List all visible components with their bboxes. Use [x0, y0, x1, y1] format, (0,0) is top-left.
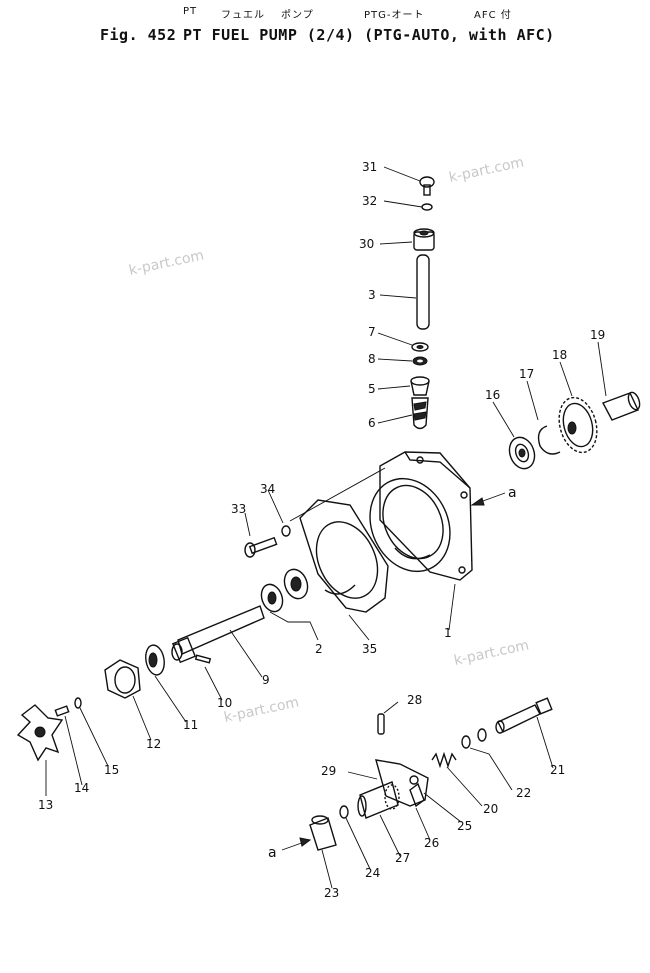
callout-14: 14	[74, 781, 89, 795]
callout-22: 22	[516, 786, 531, 800]
callout-12: 12	[146, 737, 161, 751]
callout-23: 23	[324, 886, 339, 900]
callout-30: 30	[359, 237, 374, 251]
watermark: k-part.com	[448, 154, 526, 186]
callout-24: 24	[365, 866, 380, 880]
callout-5: 5	[368, 382, 376, 396]
part-27-shaft-gear	[357, 781, 400, 819]
sub-pt: PT	[183, 6, 198, 17]
part-29-bracket	[375, 759, 429, 807]
part-32-washer	[421, 203, 433, 211]
part-24-oring	[339, 805, 349, 819]
callout-34: 34	[260, 482, 275, 496]
callout-13: 13	[38, 798, 53, 812]
callout-31: 31	[362, 160, 377, 174]
callout-9: 9	[262, 673, 270, 687]
callout-8: 8	[368, 352, 376, 366]
leader-lines	[45, 166, 607, 889]
callout-28: 28	[407, 693, 422, 707]
part-13-spider	[16, 704, 64, 762]
callout-1: 1	[444, 626, 452, 640]
callout-a-bottom: a	[268, 845, 277, 861]
part-19-shaft	[602, 391, 641, 421]
part-9-shaft	[171, 605, 265, 664]
callout-18: 18	[552, 348, 567, 362]
part-3-rod	[416, 254, 430, 330]
callout-32: 32	[362, 194, 377, 208]
part-2-bearings	[260, 568, 309, 613]
callout-6: 6	[368, 416, 376, 430]
part-16-bearing	[508, 436, 536, 470]
part-30-nut	[413, 228, 435, 251]
part-18-gear	[558, 396, 598, 454]
callout-11: 11	[183, 718, 198, 732]
callout-29: 29	[321, 764, 336, 778]
part-1-housing	[369, 451, 473, 581]
callout-16: 16	[485, 388, 500, 402]
callout-7: 7	[368, 325, 376, 339]
callout-17: 17	[519, 367, 534, 381]
callout-a-top: a	[508, 485, 517, 501]
part-22-washers	[461, 728, 487, 749]
watermark: k-part.com	[223, 694, 301, 726]
part-35-gasket	[299, 499, 389, 613]
callout-15: 15	[104, 763, 119, 777]
part-33-bolt	[244, 536, 278, 558]
part-23-sleeve	[309, 815, 337, 851]
callout-26: 26	[424, 836, 439, 850]
callout-3: 3	[368, 288, 376, 302]
part-21-plunger	[495, 697, 553, 734]
callout-27: 27	[395, 851, 410, 865]
part-8-seal	[412, 356, 428, 366]
part-11-gear	[145, 644, 165, 676]
part-26-cover	[409, 782, 425, 808]
callout-10: 10	[217, 696, 232, 710]
part-31-bolt	[419, 176, 435, 196]
callout-2: 2	[315, 642, 323, 656]
part-6-gear	[411, 397, 429, 430]
page-title: PT FUEL PUMP (2/4) (PTG-AUTO, with AFC)	[183, 26, 555, 44]
part-15-washer	[74, 697, 82, 709]
part-17-snap-ring	[537, 425, 561, 455]
sub-fuel-jp: フュエル	[221, 10, 265, 21]
watermark: k-part.com	[128, 247, 206, 279]
callout-25: 25	[457, 819, 472, 833]
part-7-ring	[411, 342, 429, 352]
callout-19: 19	[590, 328, 605, 342]
callout-35: 35	[362, 642, 377, 656]
part-14-bolt	[54, 705, 70, 717]
callout-labels: 31 32 30 3 7 8 5 6 19 18 17 16 a 34 33 1…	[38, 160, 605, 900]
sub-pump-jp: ポンプ	[281, 10, 314, 21]
callout-33: 33	[231, 502, 246, 516]
part-34-washer	[281, 525, 291, 537]
callout-20: 20	[483, 802, 498, 816]
callout-21: 21	[550, 763, 565, 777]
watermark: k-part.com	[453, 637, 531, 669]
part-5-bushing	[410, 376, 430, 396]
part-28-pin	[377, 713, 385, 735]
part-20-spring	[431, 751, 457, 769]
part-12-coupling	[104, 659, 141, 699]
fig-label: Fig. 452	[100, 26, 177, 44]
sub-afc: AFC 付	[474, 10, 512, 21]
part-10-key	[194, 654, 212, 664]
sub-ptg: PTG-オート	[364, 10, 425, 21]
